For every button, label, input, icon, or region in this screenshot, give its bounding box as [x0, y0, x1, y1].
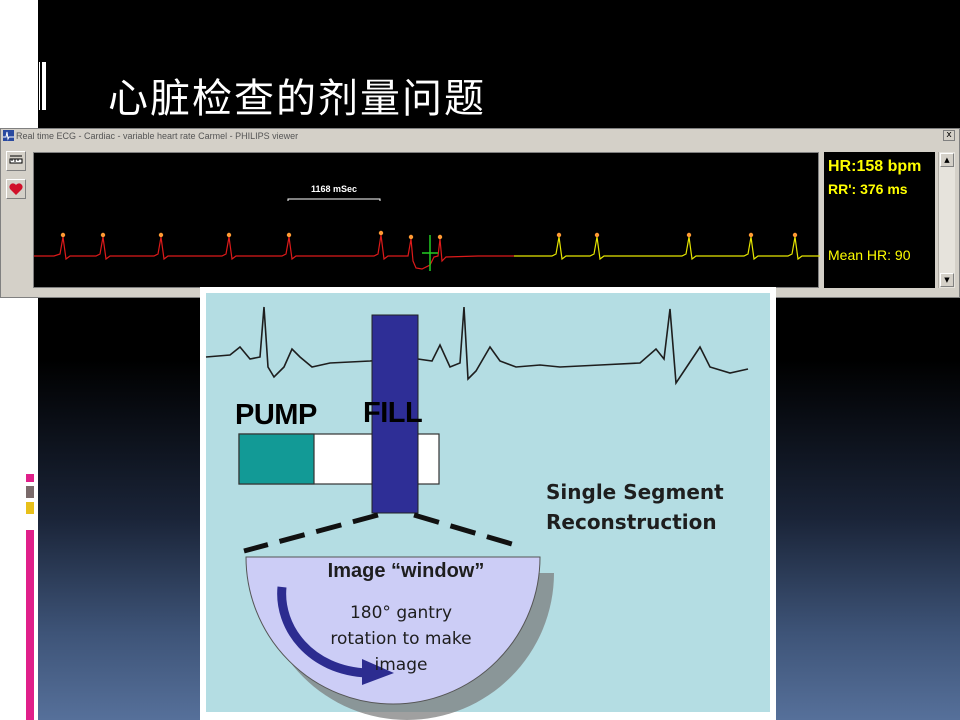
reconstruction-line: Single Segment [546, 480, 724, 504]
image-window-label: Image “window” [327, 560, 485, 582]
peak-markers [60, 230, 798, 240]
interval-bracket [287, 198, 381, 201]
projection-line-left [243, 512, 379, 554]
interval-label: 1168 mSec [311, 184, 357, 194]
pump-segment [238, 433, 315, 485]
gantry-line: rotation to make [330, 629, 472, 649]
reconstruction-label: Single Segment Reconstruction [546, 477, 746, 537]
close-button[interactable]: x [943, 130, 955, 141]
gantry-rotation-text: 180° gantry rotation to make image [296, 600, 506, 678]
gantry-line: 180° gantry [349, 603, 453, 623]
fill-window-bar [371, 314, 419, 514]
scroll-up-button[interactable]: ▲ [940, 153, 954, 167]
mean-heart-rate-readout: Mean HR: 90 [828, 247, 911, 263]
diagram-ecg-waveform [205, 306, 749, 386]
heart-rate-readout: HR:158 bpm [828, 158, 922, 175]
slide-title: 心脏检查的剂量问题 [108, 76, 486, 122]
decorative-lines [18, 62, 68, 110]
rotation-arrowhead [362, 659, 394, 685]
ruler-button[interactable] [6, 151, 26, 171]
ecg-trace-yellow [514, 236, 820, 261]
scroll-down-button[interactable]: ▼ [940, 273, 954, 287]
image-window [245, 556, 541, 705]
heart-button[interactable] [6, 179, 26, 199]
ruler-icon [9, 155, 23, 164]
fill-label: FILL [363, 397, 423, 429]
vertical-scrollbar[interactable]: ▲ ▼ [938, 152, 955, 288]
ecg-trace-panel: 1168 mSec [33, 152, 820, 288]
rr-interval-readout: RR': 376 ms [828, 181, 908, 197]
gantry-line: image [374, 655, 428, 675]
decorative-color-bars [26, 474, 36, 720]
projection-line-right [413, 512, 523, 550]
heart-icon [9, 183, 23, 195]
window-titlebar[interactable]: Real time ECG - Cardiac - variable heart… [1, 129, 959, 143]
window-title: Real time ECG - Cardiac - variable heart… [16, 131, 299, 141]
ecg-viewer-window[interactable]: Real time ECG - Cardiac - variable heart… [0, 128, 960, 298]
ecg-info-panel: HR:158 bpm RR': 376 ms Mean HR: 90 [824, 152, 935, 288]
reconstruction-line: Reconstruction [546, 510, 717, 534]
ecg-app-icon [3, 130, 14, 141]
cardiac-reconstruction-diagram: PUMP FILL Single Segment Reconstruction … [200, 287, 776, 720]
ecg-trace-red [34, 234, 514, 270]
pump-label: PUMP [235, 399, 317, 431]
rotation-arrow [277, 586, 369, 678]
